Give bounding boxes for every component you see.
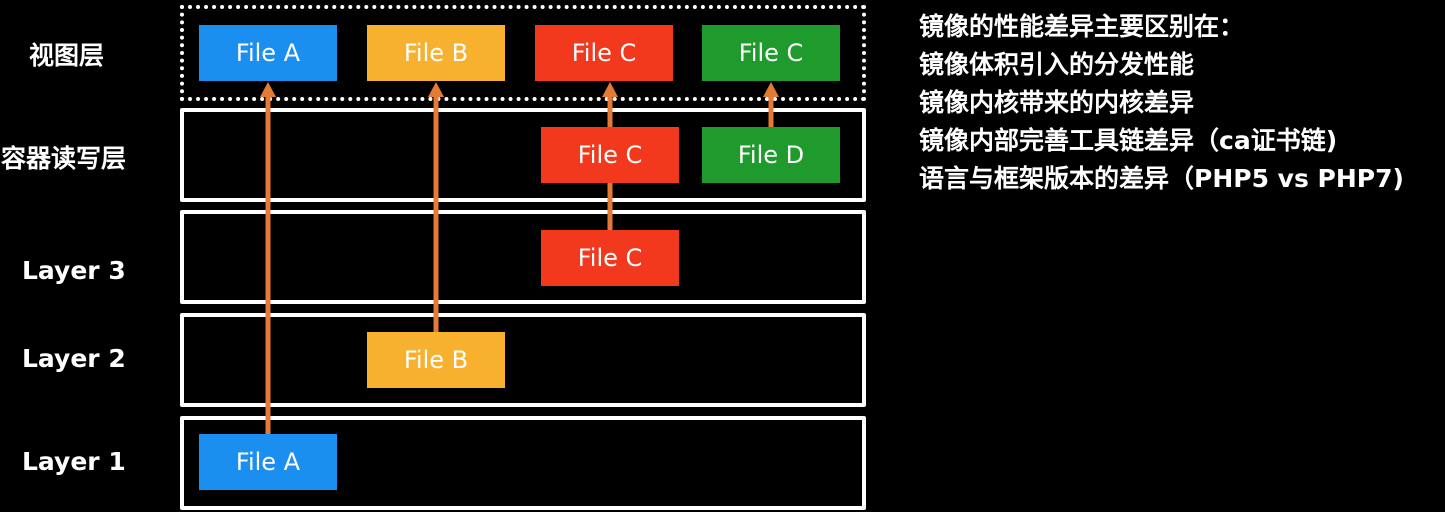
file-box-view-b: File B [367,25,505,81]
layer-label-layer2: Layer 2 [22,344,126,373]
layer-label-view: 视图层 [29,41,105,70]
container-layer-frame [180,108,866,202]
file-box-view-c: File C [535,25,673,81]
file-box-layer3-c: File C [541,230,679,286]
notes-item: 镜像内部完善工具链差异（ca证书链) [919,126,1338,155]
notes-item: 镜像体积引入的分发性能 [919,50,1195,79]
layer-label-layer1: Layer 1 [22,447,126,476]
notes-item: 镜像的性能差异主要区别在： [919,12,1245,41]
layer1-frame [180,416,866,510]
layer2-frame [180,313,866,407]
file-box-view-c2: File C [702,25,840,81]
arrow-head-view-c [602,82,618,97]
layer-label-container: 容器读写层 [1,144,127,173]
view-layer-frame [180,5,866,101]
arrow-head-view-a [260,82,276,97]
notes-list: 镜像的性能差异主要区别在： 镜像体积引入的分发性能 镜像内核带来的内核差异 镜像… [919,8,1404,198]
layer3-frame [180,210,866,304]
file-box-container-d: File D [702,127,840,183]
file-box-layer1-a: File A [199,434,337,490]
layer-label-layer3: Layer 3 [22,256,126,285]
notes-item: 语言与框架版本的差异（PHP5 vs PHP7) [919,164,1404,193]
file-box-layer2-b: File B [367,332,505,388]
arrow-head-view-b [428,82,444,97]
file-box-view-a: File A [199,25,337,81]
notes-item: 镜像内核带来的内核差异 [919,88,1195,117]
file-box-container-c: File C [541,127,679,183]
arrow-head-view-c2 [763,82,779,97]
